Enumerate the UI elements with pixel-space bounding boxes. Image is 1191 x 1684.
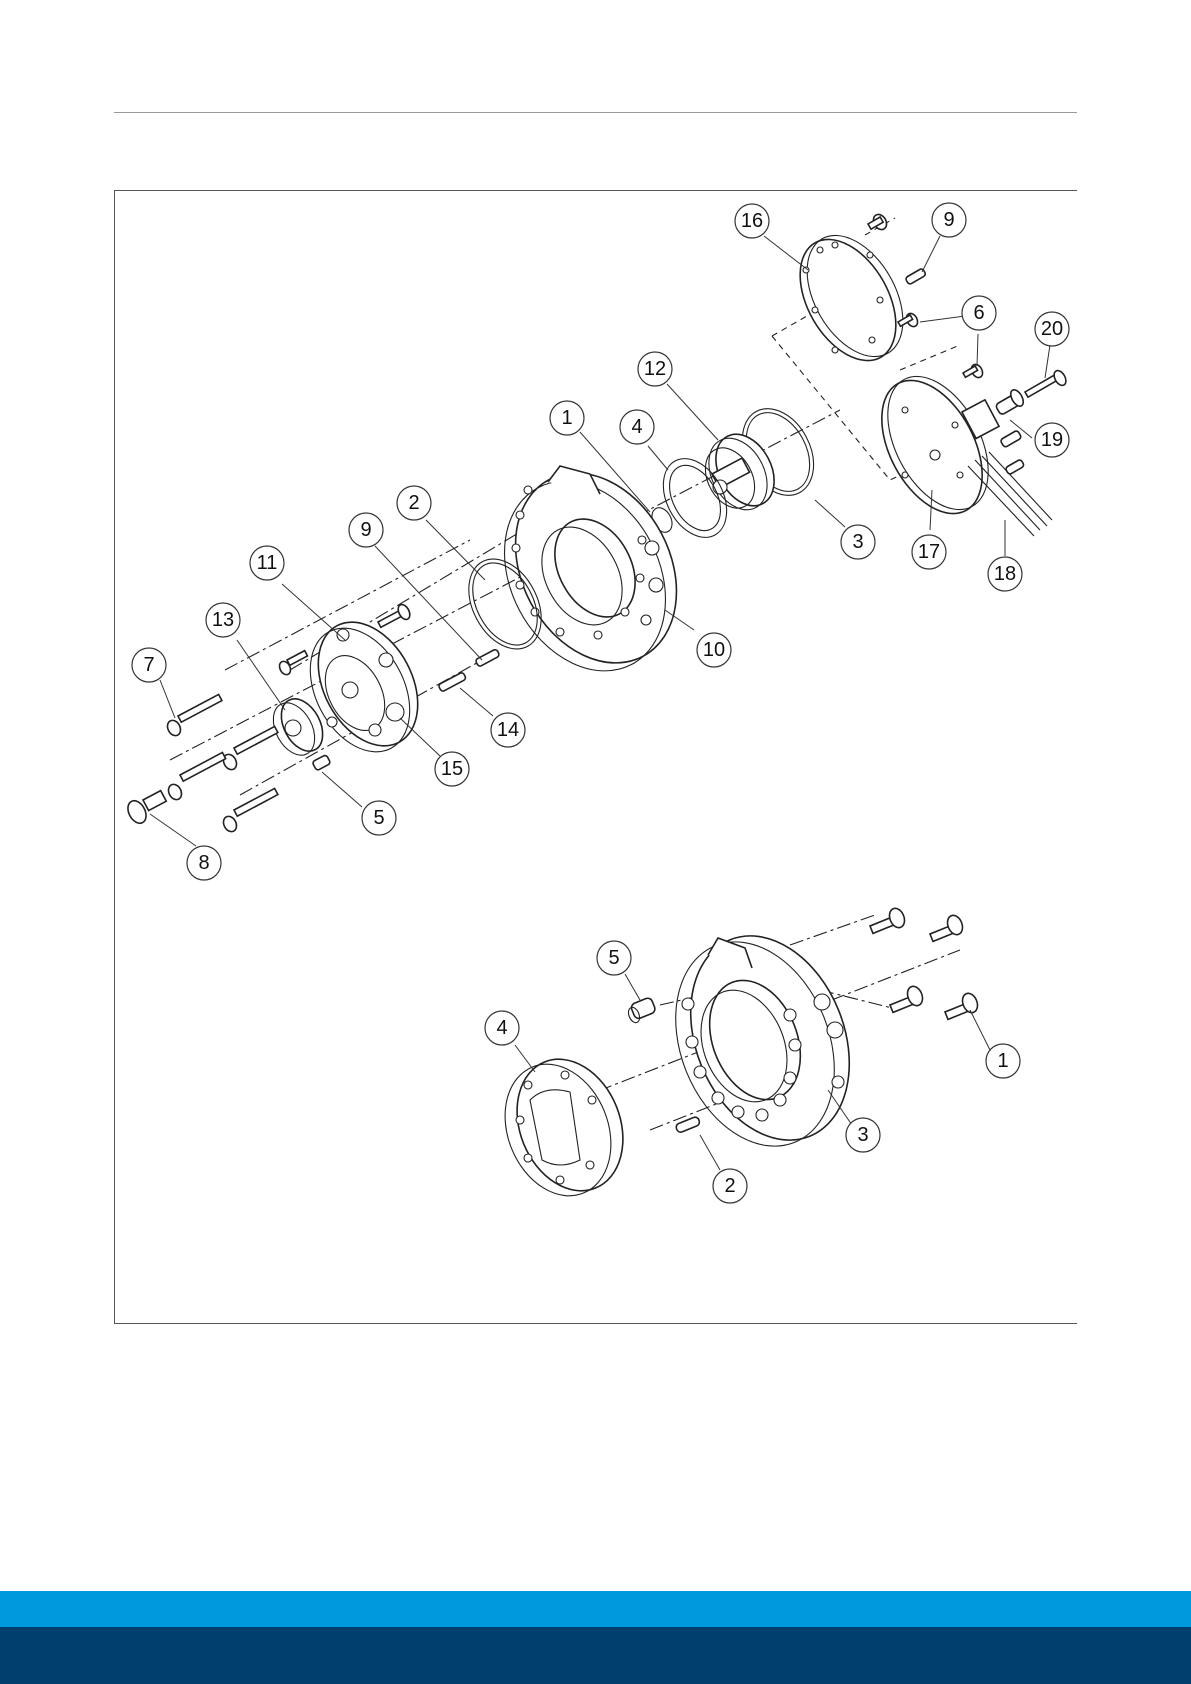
part-12-bearing (696, 424, 786, 520)
callout-17: 17 (912, 535, 946, 569)
callout-9: 9 (349, 513, 383, 547)
footer-band-dark (0, 1627, 1191, 1684)
svg-text:9: 9 (360, 519, 371, 541)
svg-text:5: 5 (373, 807, 384, 829)
callout-lower-2: 2 (713, 1169, 747, 1203)
svg-text:4: 4 (496, 1017, 507, 1039)
part-16-cover-plate (780, 219, 922, 377)
footer-band-light (0, 1591, 1191, 1627)
svg-text:8: 8 (198, 852, 209, 874)
svg-text:10: 10 (703, 639, 725, 661)
callout-lower-1: 1 (986, 1044, 1020, 1078)
svg-text:1: 1 (561, 407, 572, 429)
callout-lower-5: 5 (597, 941, 631, 975)
callout-8: 8 (187, 846, 221, 880)
svg-text:15: 15 (441, 758, 463, 780)
part-5-bushing (626, 997, 656, 1025)
svg-text:2: 2 (408, 492, 419, 514)
svg-text:3: 3 (852, 531, 863, 553)
svg-text:2: 2 (724, 1175, 735, 1197)
callout-1: 1 (550, 401, 584, 435)
long-bolts (166, 726, 278, 833)
part-7-screw (165, 694, 222, 737)
callout-4: 4 (620, 410, 654, 444)
svg-text:7: 7 (143, 654, 154, 676)
callout-10: 10 (697, 633, 731, 667)
part-4-flange (486, 1043, 642, 1212)
screw-upper (378, 603, 412, 628)
callout-19: 19 (1035, 423, 1069, 457)
svg-text:20: 20 (1041, 318, 1063, 340)
callout-12: 12 (638, 352, 672, 386)
callout-6: 6 (962, 296, 996, 330)
callout-20: 20 (1035, 312, 1069, 346)
part-5-set-screw (312, 754, 331, 770)
svg-text:5: 5 (608, 947, 619, 969)
svg-text:13: 13 (212, 609, 234, 631)
svg-text:3: 3 (857, 1124, 868, 1146)
callout-18: 18 (988, 557, 1022, 591)
callout-14: 14 (491, 713, 525, 747)
part-19-fitting (995, 388, 1026, 475)
svg-text:1: 1 (997, 1050, 1008, 1072)
svg-text:4: 4 (631, 416, 642, 438)
callout-13: 13 (206, 603, 240, 637)
part-20-screw (1025, 369, 1068, 398)
callout-7: 7 (132, 648, 166, 682)
small-screw-11 (277, 651, 307, 677)
upper-assembly (124, 212, 1068, 846)
callout-5: 5 (362, 801, 396, 835)
part-1-bolts (870, 906, 980, 1019)
part-14-pin (438, 672, 466, 692)
svg-text:12: 12 (644, 358, 666, 380)
callout-2: 2 (397, 486, 431, 520)
callout-lower-4: 4 (485, 1011, 519, 1045)
svg-text:14: 14 (497, 719, 519, 741)
svg-text:6: 6 (973, 302, 984, 324)
svg-text:11: 11 (257, 552, 278, 574)
callout-lower-3: 3 (846, 1118, 880, 1152)
callout-15: 15 (435, 752, 469, 786)
svg-text:19: 19 (1041, 429, 1063, 451)
part-17-plate (861, 360, 1009, 531)
part-10-housing (473, 445, 709, 699)
part-9-pin (475, 649, 500, 667)
callout-9-top: 9 (932, 203, 966, 237)
lower-assembly (486, 906, 990, 1212)
svg-text:16: 16 (741, 210, 763, 232)
callout-16: 16 (735, 204, 769, 238)
svg-text:9: 9 (943, 209, 954, 231)
svg-text:17: 17 (918, 541, 940, 563)
svg-text:18: 18 (994, 563, 1016, 585)
callout-11: 11 (250, 546, 284, 580)
screw-top (868, 212, 889, 232)
callout-3: 3 (841, 525, 875, 559)
